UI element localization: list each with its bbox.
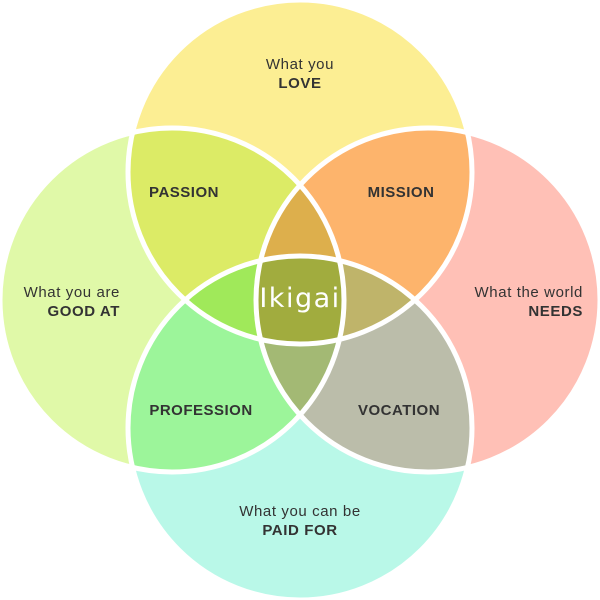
love-label-line2: LOVE [278, 75, 321, 92]
profession-label: PROFESSION [149, 402, 252, 419]
paid-for-label-line1: What you can be [239, 503, 361, 520]
world-needs-outline [253, 125, 600, 475]
mission-label: MISSION [368, 184, 435, 201]
good-at-outline [0, 125, 347, 475]
good-at-label-line2: GOOD AT [47, 303, 120, 320]
paid-for-label-line2: PAID FOR [262, 522, 337, 539]
love-label-line1: What you [266, 56, 334, 73]
good-at-label-line1: What you are [24, 284, 120, 301]
passion-label: PASSION [149, 184, 219, 201]
vocation-label: VOCATION [358, 402, 440, 419]
world-needs-label-line2: NEEDS [528, 303, 583, 320]
paid-for-outline [125, 253, 475, 600]
world-needs-label-line1: What the world [475, 284, 583, 301]
ikigai-center-label: Ikigai [259, 283, 340, 314]
love-outline [125, 0, 475, 347]
